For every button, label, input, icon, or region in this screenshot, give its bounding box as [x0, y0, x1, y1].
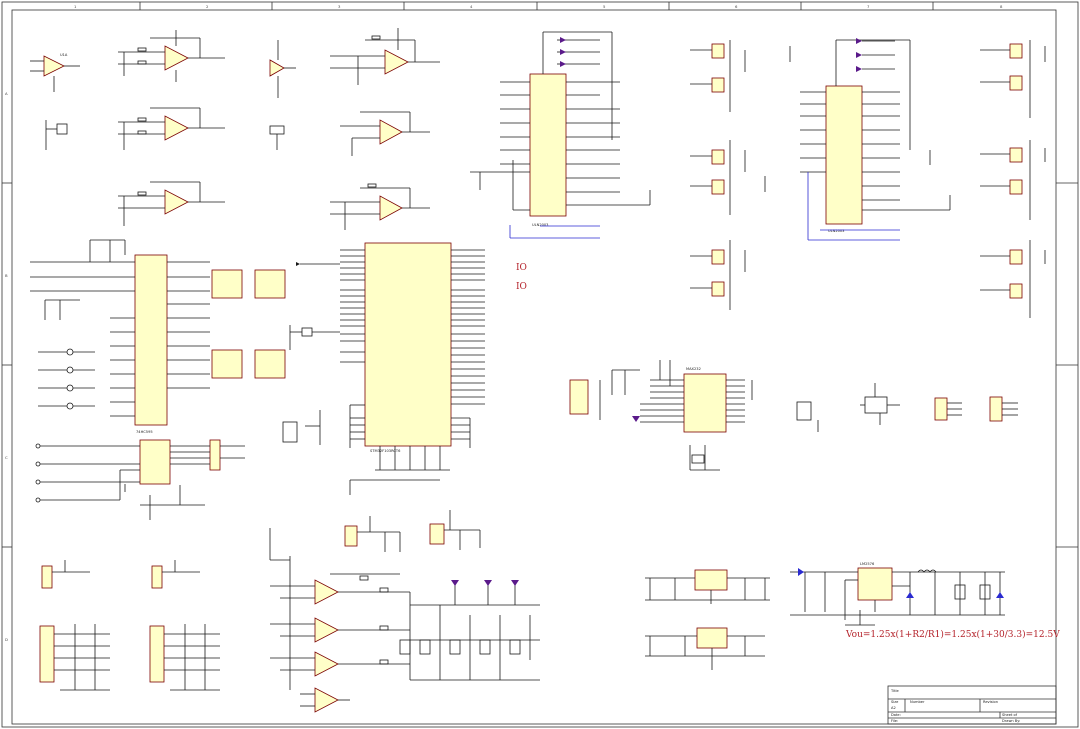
mosfet-group-center	[690, 40, 791, 310]
mosfet-group-right	[980, 40, 1046, 318]
mcu-block: STM32F103RCT6	[282, 242, 485, 495]
svg-text:STM32F103RCT6: STM32F103RCT6	[370, 449, 401, 453]
key-input-section	[35, 439, 245, 520]
connectors-d-left	[39, 560, 220, 691]
u4-chip	[825, 85, 863, 225]
revision-label: Revision	[983, 700, 998, 704]
col-label: 5	[603, 4, 606, 9]
io-annotation: IO	[516, 282, 527, 292]
opamp-symbol	[164, 45, 189, 71]
mcu-chip	[364, 242, 452, 447]
connectors-c-right	[796, 383, 1018, 432]
thermistor-inputs	[344, 510, 481, 552]
number-label: Number	[910, 700, 925, 704]
row-label: A	[5, 91, 8, 96]
size-label: Size	[891, 700, 899, 704]
column-labels: 1 2 3 4 5 6 7 8	[74, 4, 1003, 9]
row-label: C	[5, 455, 8, 460]
file-label: File:	[891, 719, 898, 723]
u1-shift-register: 74HC595	[30, 239, 286, 434]
opamp-symbol	[379, 195, 403, 221]
col-label: 3	[338, 4, 341, 9]
output-voltage-formula: Vou=1.25x(1+R2/R1)=1.25x(1+30/3.3)=12.5V	[845, 629, 1060, 640]
buck-converter: LM2576	[790, 562, 1005, 626]
col-label: 1	[74, 4, 77, 9]
u3-driver: ULN2003	[470, 31, 651, 239]
u8-chip	[857, 567, 893, 601]
u2-chip	[683, 373, 727, 433]
col-label: 4	[470, 4, 473, 9]
col-label: 2	[206, 4, 209, 9]
opamp-symbol	[164, 189, 189, 215]
svg-text:74HC595: 74HC595	[136, 430, 153, 434]
led-column-left	[38, 348, 95, 410]
regulator-section	[645, 569, 770, 670]
inner-frame	[11, 9, 1057, 725]
size-value: A2	[891, 706, 896, 710]
opamp-symbol	[379, 119, 403, 145]
row-label: D	[5, 637, 8, 642]
io-annotation: IO	[516, 263, 527, 273]
svg-text:ULN2003: ULN2003	[828, 229, 844, 233]
u2-interface: MAX232	[569, 360, 753, 471]
drawn-label: Drawn By:	[1002, 719, 1020, 723]
col-label: 8	[1000, 4, 1003, 9]
row-label: B	[5, 273, 8, 278]
title-label: Title	[890, 689, 899, 693]
col-label: 7	[867, 4, 870, 9]
opamp-section-left: U1A	[30, 30, 296, 226]
col-label: 6	[735, 4, 738, 9]
svg-text:MAX232: MAX232	[686, 367, 701, 371]
comparator-section	[269, 528, 540, 713]
u3-chip	[529, 73, 567, 217]
u1-chip	[134, 254, 168, 426]
u4-driver: ULN2003	[800, 38, 951, 241]
opamp-section-center	[330, 28, 440, 230]
svg-text:ULN2003: ULN2003	[532, 223, 548, 227]
row-labels: A B C D	[5, 91, 8, 642]
date-label: Date:	[891, 713, 901, 717]
opamp-symbol	[384, 49, 409, 75]
opamp-symbol	[43, 55, 65, 77]
svg-text:LM2576: LM2576	[860, 562, 875, 566]
frame-ticks	[2, 2, 1078, 548]
sheet-label: Sheet of	[1002, 713, 1018, 717]
title-block: Title Size A2 Number Revision Date: File…	[887, 685, 1057, 725]
opamp-symbol	[164, 115, 189, 141]
svg-text:U1A: U1A	[60, 53, 68, 57]
